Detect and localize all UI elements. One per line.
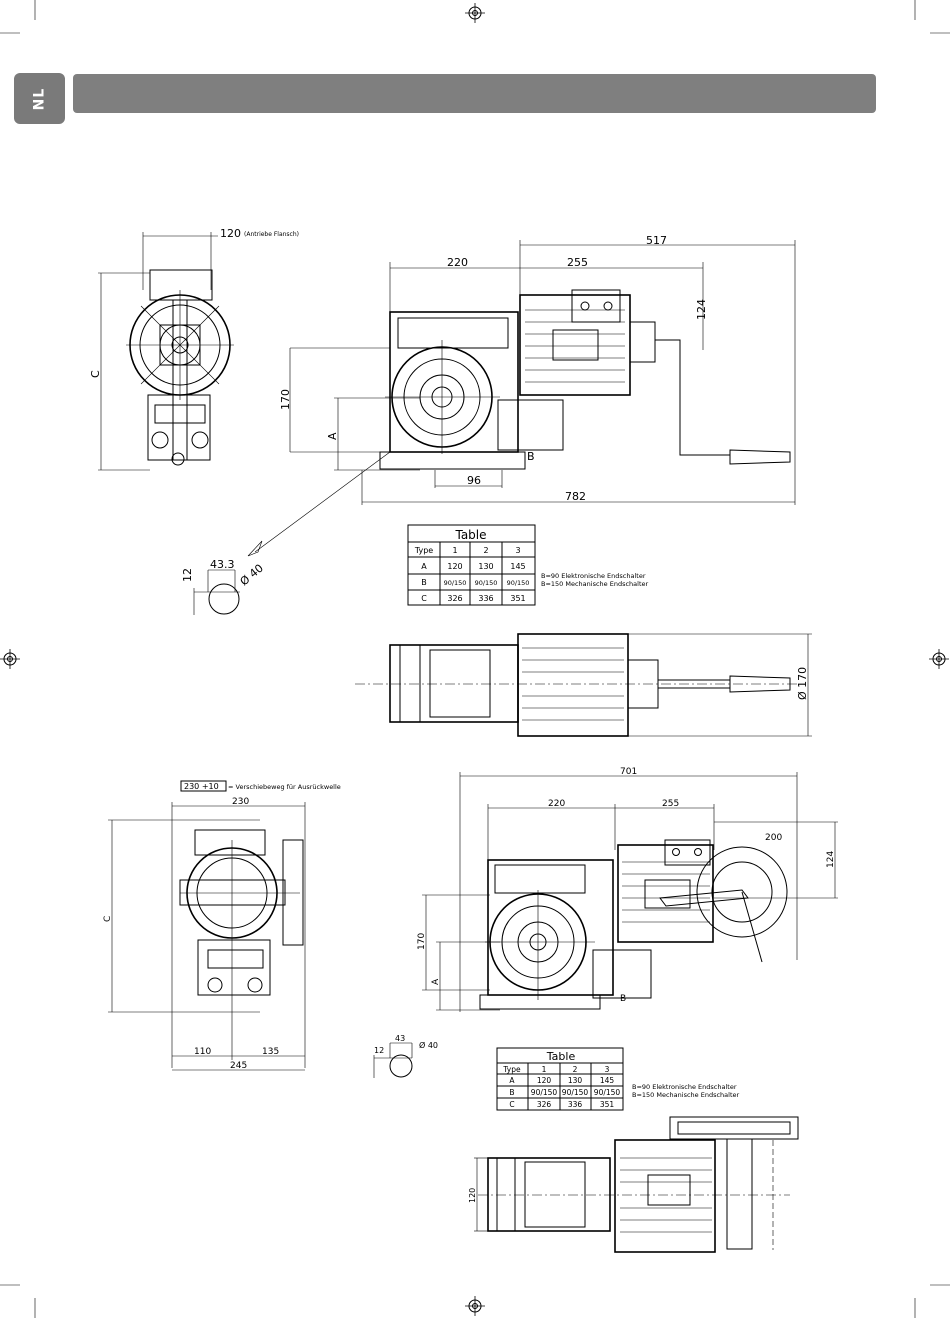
drawing2-side-view: 230 +10 = Verschiebeweg für Ausrückwelle…: [103, 780, 341, 1071]
table1-cell: 90/150: [507, 579, 530, 587]
table1-cell: B: [421, 578, 427, 587]
drawing2-front-view: 701 220 255 124 200 170 A B: [417, 767, 838, 1012]
table2-cell: C: [509, 1100, 514, 1109]
d2-dim-a: A: [431, 978, 441, 985]
table1-note-1: B=90 Elektronische Endschalter: [541, 572, 646, 580]
table2-note-1: B=90 Elektronische Endschalter: [632, 1083, 737, 1091]
d1-key-12: 12: [181, 568, 194, 582]
d2-dim-c: C: [103, 916, 113, 922]
d2-key-12: 12: [374, 1046, 384, 1055]
table2-cell: A: [509, 1076, 515, 1085]
table2-header-3: 3: [605, 1065, 610, 1074]
d2-dim-124: 124: [826, 851, 836, 868]
d2-dim-170: 170: [417, 933, 427, 950]
d2-dim-b: B: [620, 994, 626, 1004]
table1: Table Type 1 2 3 A 120 130 145 B 90/150 …: [407, 524, 649, 606]
table1-note-2: B=150 Mechanische Endschalter: [541, 580, 649, 588]
header-banner: [73, 74, 876, 113]
table2-cell: 326: [537, 1100, 552, 1109]
d1-top-d170: Ø 170: [796, 667, 809, 700]
registration-mark-left: [0, 649, 20, 669]
d1-key-43-3: 43.3: [210, 558, 235, 571]
table2-note-2: B=150 Mechanische Endschalter: [632, 1091, 740, 1099]
table1-cell: A: [421, 562, 427, 571]
d1-dim-c: C: [89, 370, 102, 378]
table2-cell: 130: [568, 1076, 583, 1085]
d2-shift-box: 230 +10: [184, 782, 219, 791]
table2-header-type: Type: [502, 1065, 521, 1074]
d2-key-43: 43: [395, 1034, 405, 1043]
drawing1-side-view: 120 (Antriebe Flansch) C: [89, 227, 299, 471]
table1-title: Table: [454, 528, 486, 542]
d2-dim-220: 220: [548, 799, 565, 809]
d1-dim-170: 170: [279, 389, 292, 410]
table1-cell: 90/150: [444, 579, 467, 587]
table1-cell: 351: [510, 594, 525, 603]
d1-dim-120-note: (Antriebe Flansch): [244, 231, 299, 238]
table1-cell: 326: [447, 594, 462, 603]
drawing2-top-view: 120: [468, 1116, 799, 1253]
table1-cell: 120: [447, 562, 462, 571]
table2-title: Table: [546, 1050, 576, 1063]
table2-cell: B: [509, 1088, 514, 1097]
table2-header-1: 1: [542, 1065, 547, 1074]
table2-header-2: 2: [573, 1065, 578, 1074]
drawing1-top-view: Ø 170: [355, 633, 812, 737]
d2-key-d40: Ø 40: [419, 1040, 438, 1050]
table2-cell: 336: [568, 1100, 583, 1109]
d1-dim-782: 782: [565, 490, 586, 503]
d1-dim-96: 96: [467, 474, 481, 487]
table1-cell: 145: [510, 562, 525, 571]
drawing2-key-detail: 43 12 Ø 40: [373, 1034, 438, 1078]
d1-dim-255: 255: [567, 256, 588, 269]
drawing1-front-view: 220 517 255 124 170 A B: [247, 234, 796, 557]
d1-dim-b: B: [527, 450, 535, 463]
d1-dim-120: 120: [220, 227, 241, 240]
language-tab: NL: [14, 73, 65, 124]
d2-top-120: 120: [468, 1188, 477, 1203]
table1-header-3: 3: [515, 546, 520, 555]
d2-shift-note: = Verschiebeweg für Ausrückwelle: [228, 783, 341, 791]
registration-mark-top: [465, 3, 485, 23]
registration-mark-right: [929, 649, 949, 669]
d2-dim-110: 110: [194, 1047, 211, 1057]
d2-dim-701: 701: [620, 767, 637, 777]
table1-cell: 130: [478, 562, 493, 571]
d2-dim-255: 255: [662, 799, 679, 809]
table1-header-2: 2: [483, 546, 488, 555]
table1-cell: C: [421, 594, 427, 603]
d1-dim-a: A: [326, 432, 339, 440]
table2-cell: 145: [600, 1076, 615, 1085]
registration-mark-bottom: [465, 1296, 485, 1316]
d1-dim-517: 517: [646, 234, 667, 247]
table2-cell: 90/150: [594, 1088, 621, 1097]
d2-dim-200: 200: [765, 833, 782, 843]
table2-cell: 120: [537, 1076, 552, 1085]
table1-header-type: Type: [414, 546, 433, 555]
d2-dim-230: 230: [232, 797, 249, 807]
d1-key-d40: Ø 40: [238, 562, 266, 589]
d1-dim-124: 124: [695, 299, 708, 320]
table1-cell: 336: [478, 594, 493, 603]
drawing1-key-detail: 43.3 12 Ø 40: [181, 558, 266, 615]
table2: Table Type 1 2 3 A 120 130 145 B 90/150 …: [496, 1047, 740, 1111]
d1-dim-220: 220: [447, 256, 468, 269]
table2-cell: 90/150: [531, 1088, 558, 1097]
table2-cell: 351: [600, 1100, 615, 1109]
d2-dim-135: 135: [262, 1047, 279, 1057]
table1-cell: 90/150: [475, 579, 498, 587]
table1-header-1: 1: [452, 546, 457, 555]
table2-cell: 90/150: [562, 1088, 589, 1097]
d2-dim-245: 245: [230, 1061, 247, 1071]
